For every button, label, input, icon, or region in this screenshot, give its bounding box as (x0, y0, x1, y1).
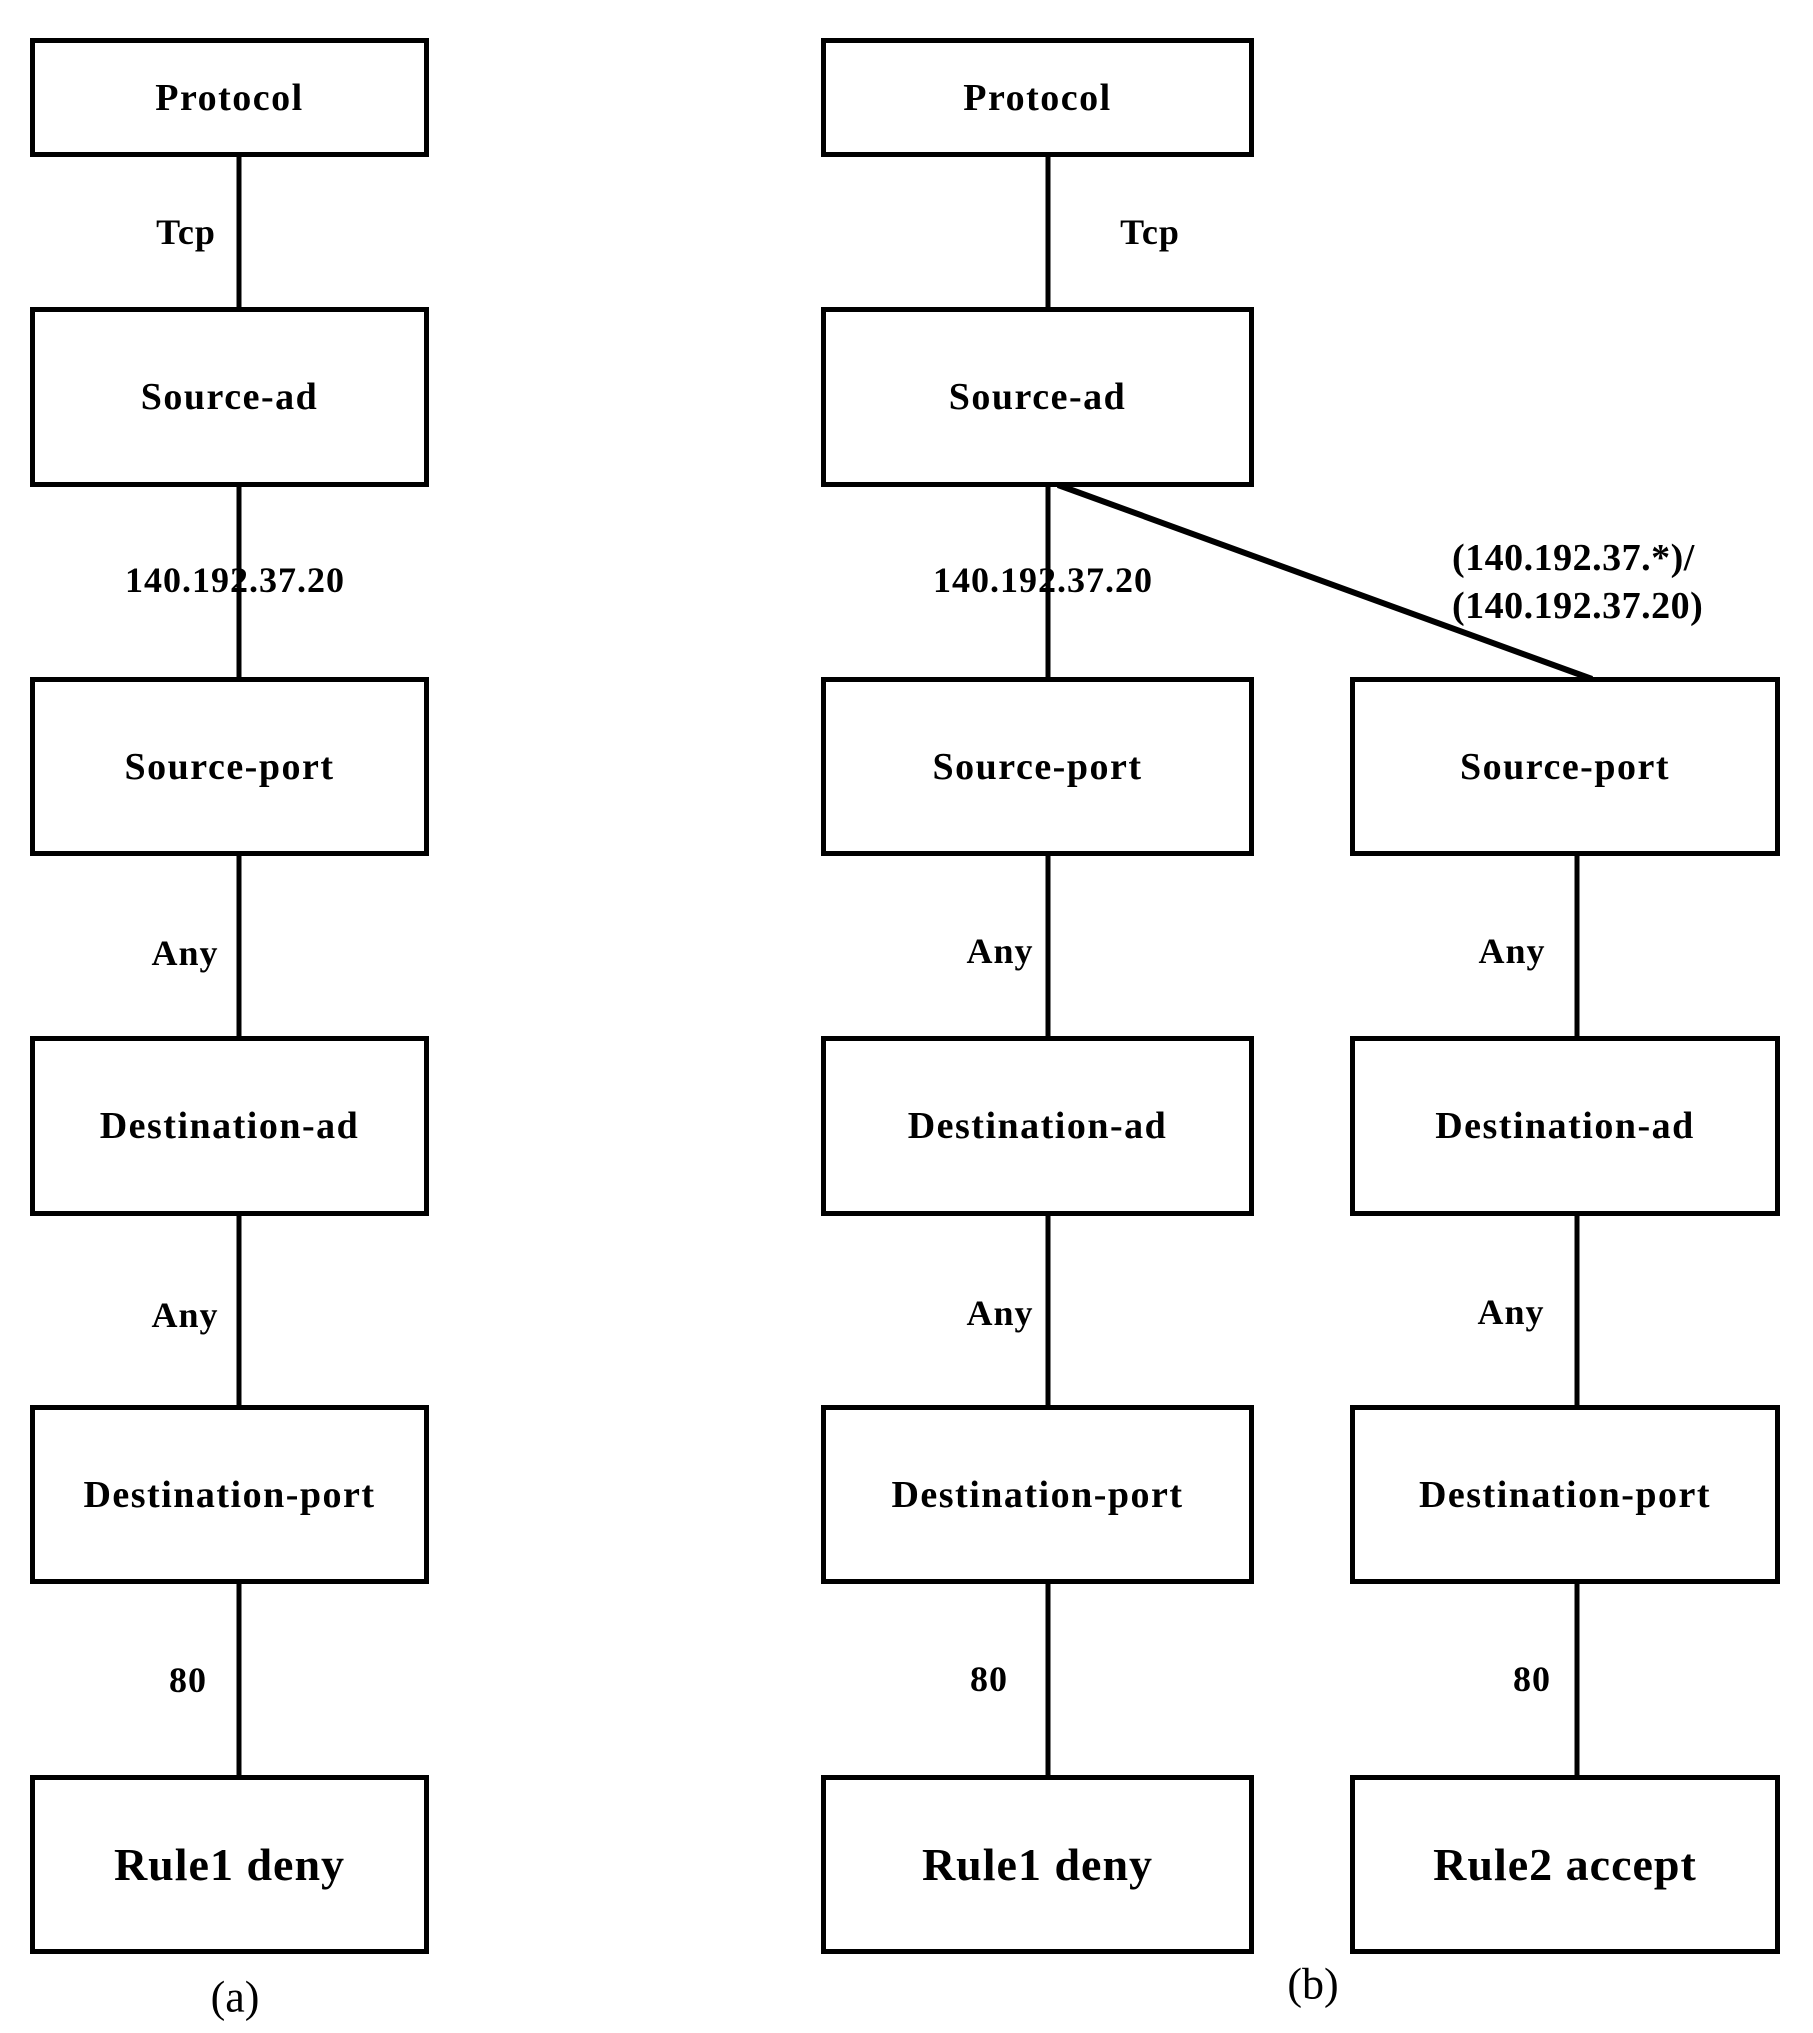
edge-label-any-source-port-b: Any (966, 931, 1034, 971)
node-rule1-deny-b: Rule1 deny (821, 1775, 1254, 1954)
node-rule1-deny-b-label: Rule1 deny (921, 1839, 1154, 1890)
node-rule2-accept-c-label: Rule2 accept (1433, 1839, 1697, 1890)
node-protocol-a-label: Protocol (155, 76, 304, 119)
node-source-port-c-label: Source-port (1460, 745, 1670, 788)
caption-a: (a) (210, 1972, 260, 2022)
edge-label-source-ip-b: 140.192.37.20 (933, 560, 1153, 600)
edge-label-branch-source-ip-c-line1: (140.192.37.*)/ (1452, 537, 1695, 579)
edge-label-branch-source-ip-c-line2: (140.192.37.20) (1452, 585, 1704, 627)
edge-label-branch-source-ip-c: (140.192.37.*)/ (140.192.37.20) (1452, 534, 1703, 630)
node-rule1-deny-a: Rule1 deny (30, 1775, 429, 1954)
node-rule2-accept-c: Rule2 accept (1350, 1775, 1780, 1954)
node-destination-port-a-label: Destination-port (83, 1473, 376, 1516)
node-protocol-a: Protocol (30, 38, 429, 157)
branch-diagonal-line (1056, 482, 1594, 682)
node-destination-port-c-label: Destination-port (1418, 1473, 1712, 1516)
node-destination-port-a: Destination-port (30, 1405, 429, 1584)
edge-label-any-destination-ad-c: Any (1477, 1292, 1545, 1332)
edge-label-tcp-b: Tcp (1120, 212, 1180, 252)
node-destination-port-b-label: Destination-port (891, 1473, 1184, 1516)
caption-b: (b) (1287, 1959, 1339, 2009)
node-destination-ad-b-label: Destination-ad (907, 1105, 1168, 1147)
node-source-ad-b: Source-ad (821, 307, 1254, 487)
node-source-ad-b-label: Source-ad (948, 376, 1127, 418)
node-source-port-c: Source-port (1350, 677, 1780, 856)
node-source-ad-a-label: Source-ad (140, 376, 319, 418)
node-destination-ad-a-label: Destination-ad (99, 1105, 360, 1147)
node-destination-ad-c: Destination-ad (1350, 1036, 1780, 1216)
node-source-port-b-label: Source-port (932, 745, 1143, 788)
edge-label-any-destination-ad-b: Any (966, 1293, 1034, 1333)
node-destination-port-c: Destination-port (1350, 1405, 1780, 1584)
node-protocol-b-label: Protocol (963, 76, 1112, 119)
node-destination-ad-a: Destination-ad (30, 1036, 429, 1216)
node-destination-ad-c-label: Destination-ad (1435, 1105, 1695, 1147)
edge-label-any-destination-ad-a: Any (151, 1295, 219, 1335)
node-destination-ad-b: Destination-ad (821, 1036, 1254, 1216)
edge-label-port-80-b: 80 (970, 1659, 1008, 1699)
edge-label-source-ip-a: 140.192.37.20 (125, 560, 345, 600)
node-source-port-b: Source-port (821, 677, 1254, 856)
node-protocol-b: Protocol (821, 38, 1254, 157)
node-source-port-a: Source-port (30, 677, 429, 856)
edge-label-any-source-port-a: Any (151, 933, 219, 973)
edge-label-tcp-a: Tcp (156, 212, 216, 252)
node-destination-port-b: Destination-port (821, 1405, 1254, 1584)
node-rule1-deny-a-label: Rule1 deny (113, 1839, 346, 1890)
edge-label-port-80-c: 80 (1513, 1659, 1551, 1699)
edge-label-any-source-port-c: Any (1478, 931, 1546, 971)
node-source-ad-a: Source-ad (30, 307, 429, 487)
edge-label-port-80-a: 80 (169, 1660, 207, 1700)
node-source-port-a-label: Source-port (124, 745, 335, 788)
